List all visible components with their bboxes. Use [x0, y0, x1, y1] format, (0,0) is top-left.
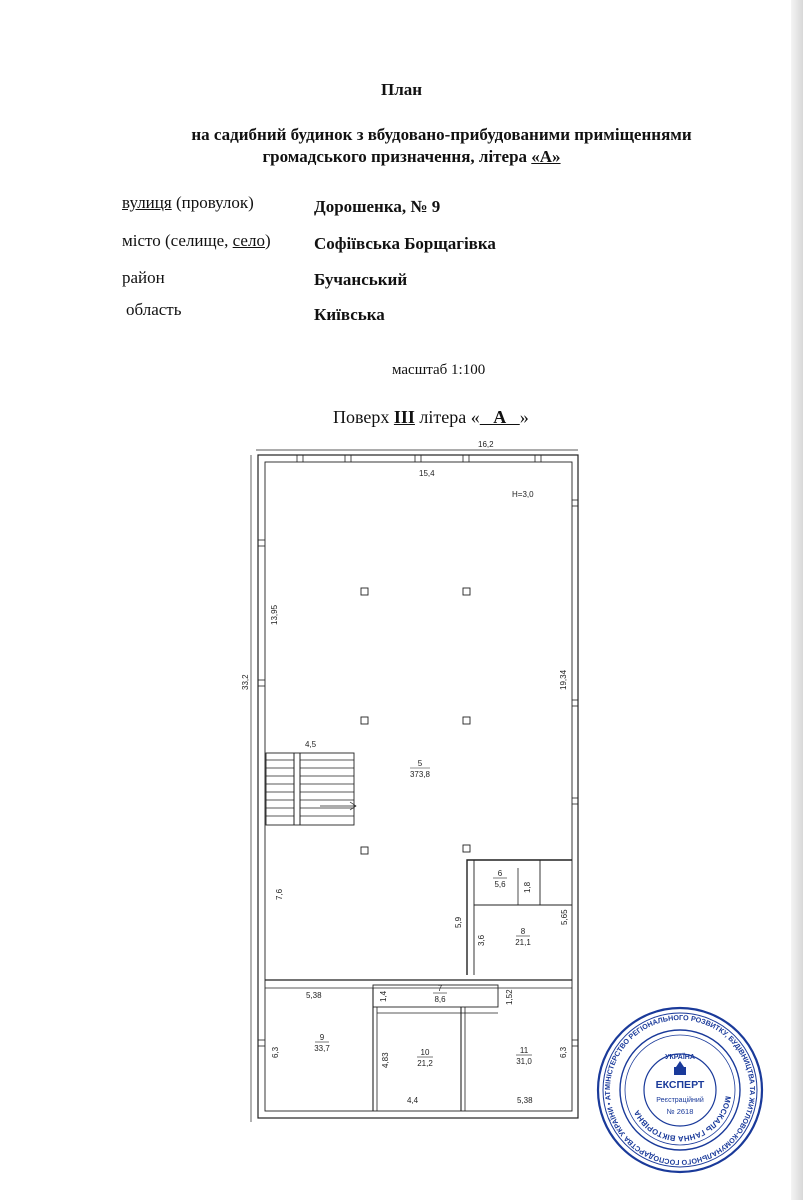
dim-left-outer: 33,2 — [241, 674, 250, 690]
plan-walls — [250, 449, 579, 1122]
stamp-country: УКРАЇНА — [665, 1053, 695, 1061]
room-6-area: 5,6 — [494, 880, 506, 889]
room-10-number: 10 — [421, 1048, 430, 1057]
floor-heading: Поверх ІІІ літера « А » — [333, 407, 529, 428]
stamp-rings — [596, 1006, 764, 1174]
dim-3-6: 3,6 — [477, 934, 486, 946]
district-label: район — [122, 268, 165, 287]
street-value: Дорошенка, № 9 — [314, 197, 441, 216]
scale-text: масштаб 1:100 — [392, 362, 486, 378]
dim-4-83: 4,83 — [381, 1052, 390, 1068]
dim-left-lower: 7,6 — [275, 888, 284, 900]
street-label: вулиця (провулок) — [122, 193, 254, 213]
dim-bottom-4-4: 4,4 — [407, 1096, 419, 1105]
floor-prefix: Поверх — [333, 407, 394, 427]
city-label-underlined: село — [232, 231, 265, 250]
city-value: Софіївська Борщагівка — [314, 234, 496, 253]
floor-middle: літера « — [414, 407, 480, 427]
stamp-registry-number: № 2618 — [667, 1107, 694, 1116]
subtitle-letter: «А» — [531, 147, 561, 166]
dim-right-upper: 19,34 — [559, 669, 568, 690]
floor-letter: А — [479, 407, 520, 427]
room-5-area: 373,8 — [410, 770, 431, 779]
dim-stair-width: 4,5 — [305, 740, 317, 749]
region-label: область — [126, 300, 182, 319]
dim-right-5-65: 5,65 — [560, 909, 569, 925]
city-label-a: місто (селище, — [122, 231, 233, 250]
partitions — [265, 859, 572, 1111]
dim-bottom-5-38: 5,38 — [517, 1096, 533, 1105]
floor-number: ІІІ — [393, 407, 415, 427]
document-subtitle-line1: на садибний будинок з вбудовано-прибудов… — [191, 125, 692, 144]
region-value: Київська — [314, 305, 385, 324]
window-marks — [258, 455, 578, 1047]
dim-left-upper: 13,95 — [270, 604, 279, 625]
dim-room6-side: 1,8 — [523, 881, 532, 893]
floor-suffix: » — [519, 407, 529, 427]
inner-wall — [264, 461, 573, 1112]
columns — [360, 587, 471, 855]
room-8-number: 8 — [521, 927, 526, 936]
trident-icon — [674, 1061, 686, 1075]
room-5-number: 5 — [418, 759, 423, 768]
dim-left-6-3: 6,3 — [271, 1046, 280, 1058]
expert-stamp: МІНІСТЕРСТВО РЕГІОНАЛЬНОГО РОЗВИТКУ, БУД… — [595, 1005, 764, 1174]
document-title: План — [380, 80, 423, 99]
stamp-registry-label: Реєстраційний — [656, 1096, 704, 1104]
staircase — [265, 752, 357, 826]
document-subtitle-line2: громадського призначення, літера «А» — [10, 147, 803, 167]
subtitle-line2-text: громадського призначення, літера — [262, 147, 532, 166]
dim-height: H=3,0 — [512, 490, 534, 499]
room-6-number: 6 — [498, 869, 503, 878]
dim-top-outer: 16,2 — [478, 440, 494, 449]
room-7-area: 8,6 — [434, 995, 446, 1004]
city-label: місто (селище, село) — [122, 231, 271, 251]
dim-5-9: 5,9 — [454, 916, 463, 928]
room-11-area: 31,0 — [516, 1057, 532, 1066]
page-edge-shadow — [791, 0, 803, 1200]
street-label-underlined: вулиця — [122, 193, 172, 212]
stamp-center-title: ЕКСПЕРТ — [656, 1079, 705, 1091]
room-10-area: 21,2 — [417, 1059, 433, 1068]
room-9-number: 9 — [320, 1033, 325, 1042]
district-value: Бучанський — [314, 270, 408, 289]
street-label-rest: (провулок) — [171, 193, 254, 212]
room-8-area: 21,1 — [515, 938, 531, 947]
dim-1-4: 1,4 — [379, 990, 388, 1002]
room-11-number: 11 — [520, 1046, 529, 1055]
dim-1-52: 1,52 — [505, 989, 514, 1005]
room-7-number: 7 — [438, 984, 443, 993]
city-label-c: ) — [264, 231, 271, 250]
room-labels: 5 373,8 6 5,6 7 8,6 8 21,1 9 33,7 10 21,… — [314, 759, 532, 1068]
room-9-area: 33,7 — [314, 1044, 330, 1053]
dim-5-38-left: 5,38 — [306, 991, 322, 1000]
dim-right-6-3: 6,3 — [559, 1046, 568, 1058]
dim-top-inner: 15,4 — [419, 469, 435, 478]
outer-wall — [257, 454, 579, 1119]
